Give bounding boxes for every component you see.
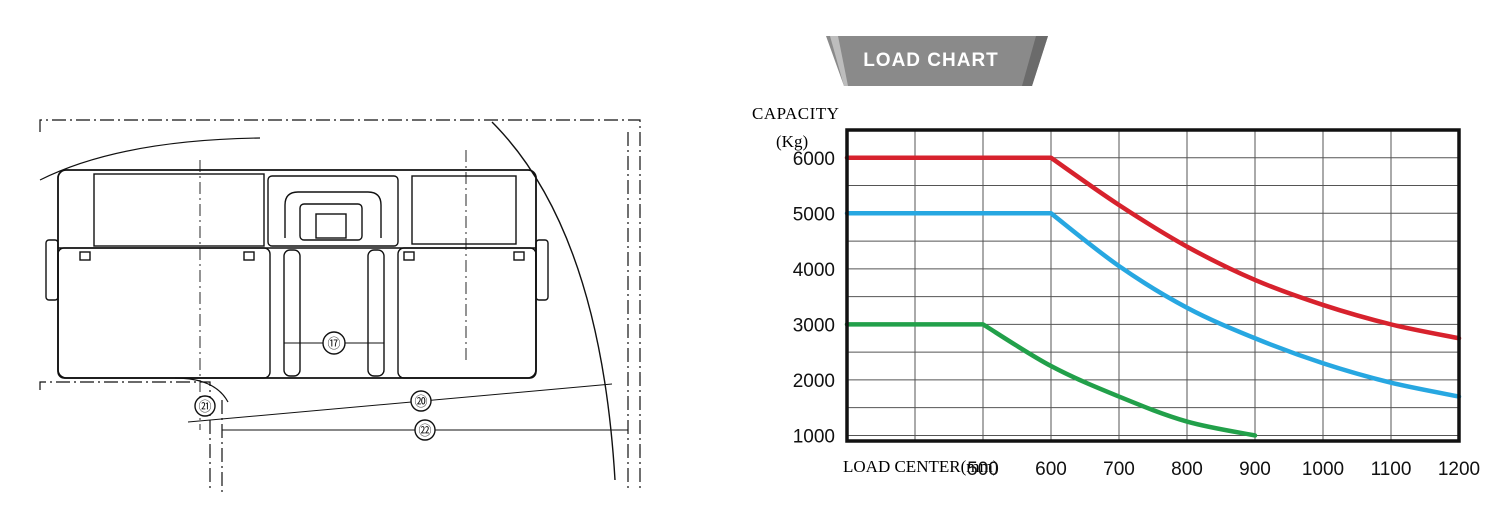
x-tick-label: 1100 (1371, 459, 1412, 480)
series-line-2 (844, 211, 1462, 399)
callout-21: ㉑ (198, 400, 211, 415)
x-tick-label: 800 (1171, 459, 1203, 480)
load-chart-title: LOAD CHART (863, 50, 999, 71)
x-tick-label: 500 (967, 459, 999, 480)
load-chart-tag: LOAD CHART (826, 36, 1056, 86)
load-center-label: LOAD CENTER(mm) (843, 457, 999, 476)
capacity-unit: (Kg) (776, 132, 809, 151)
y-tick-label: 5000 (793, 204, 835, 225)
x-tick-label: 700 (1103, 459, 1135, 480)
callout-22: ㉒ (418, 424, 431, 439)
chart-frame (845, 128, 1461, 443)
series-line-1 (844, 155, 1462, 341)
y-tick-label: 3000 (793, 315, 835, 336)
x-tick-label: 900 (1239, 459, 1271, 480)
x-tick-label: 1200 (1438, 459, 1480, 480)
capacity-label: CAPACITY (752, 104, 840, 123)
forklift-dimension-drawing: ⑰ ⑳ ㉑ ㉒ (39, 119, 641, 492)
callout-20: ⑳ (414, 395, 427, 410)
y-tick-label: 6000 (793, 149, 835, 170)
x-tick-label: 600 (1035, 459, 1067, 480)
callout-17: ⑰ (327, 337, 340, 352)
series-line-3 (844, 322, 1258, 438)
x-tick-label: 1000 (1302, 459, 1344, 480)
y-tick-label: 2000 (793, 371, 835, 392)
y-tick-label: 4000 (793, 260, 835, 281)
y-tick-label: 1000 (793, 426, 835, 447)
